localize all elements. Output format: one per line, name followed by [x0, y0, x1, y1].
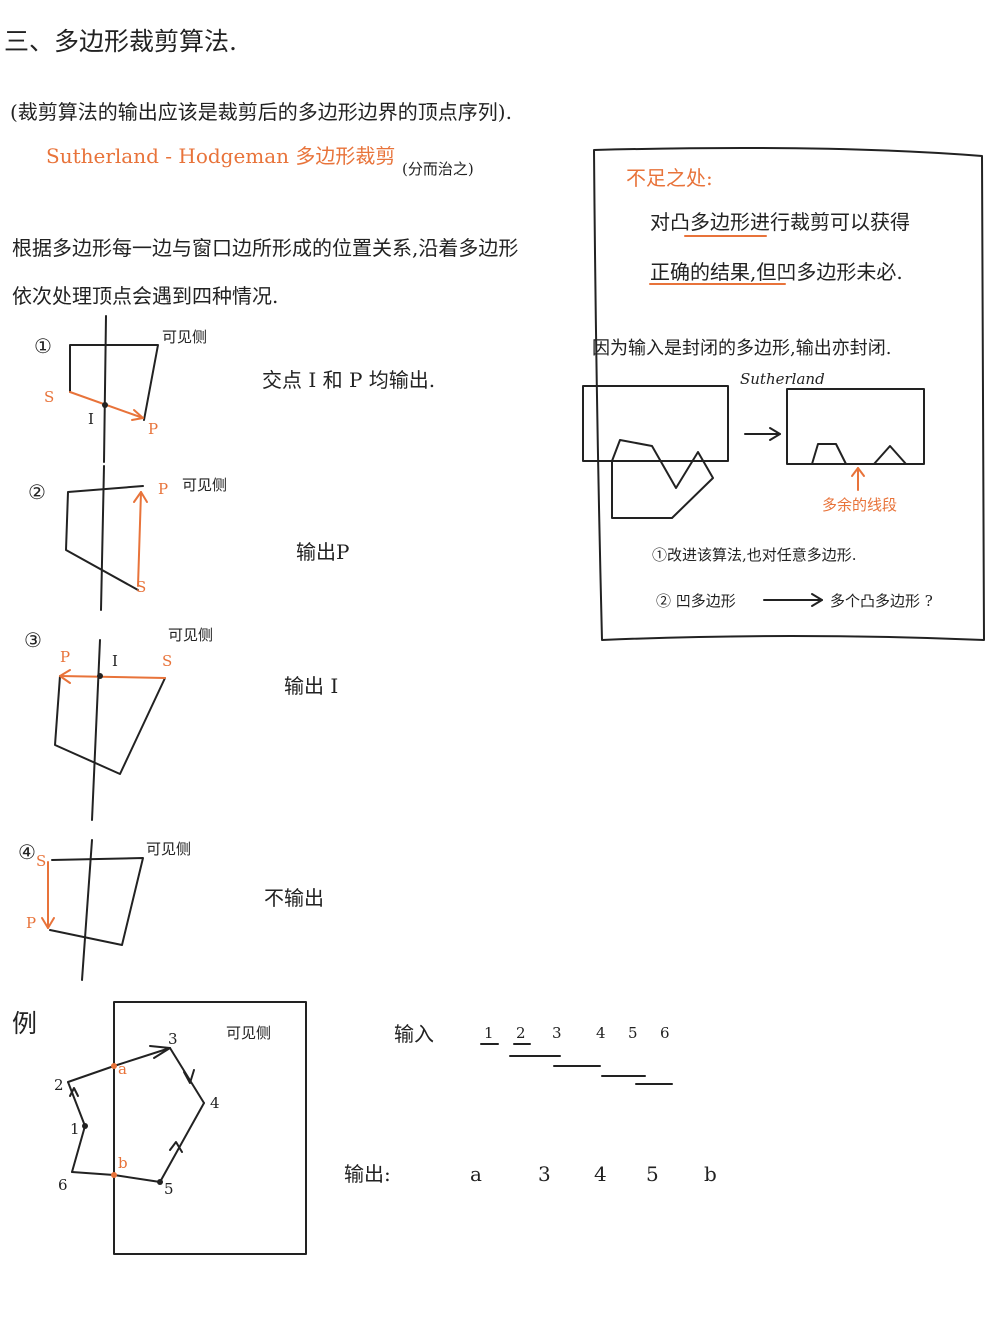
- case-3-s-label: S: [162, 652, 173, 670]
- improvement-item-2-left: ② 凹多边形: [656, 592, 736, 610]
- input-label: 输入: [394, 1022, 434, 1046]
- case-1-result: 交点 I 和 P 均输出.: [262, 368, 436, 392]
- case-2-p-label: P: [158, 480, 169, 498]
- output-item-4: 4: [594, 1162, 607, 1186]
- case-4-number: ④: [18, 840, 36, 864]
- case-2-s-label: S: [136, 578, 147, 596]
- vertex-5-label: 5: [164, 1180, 174, 1198]
- vertex-3-label: 3: [168, 1030, 178, 1048]
- case-3-side-label: 可见侧: [168, 626, 214, 644]
- case-1-number: ①: [34, 334, 52, 358]
- vertex-2-label: 2: [54, 1076, 64, 1094]
- example-label: 例: [12, 1009, 38, 1038]
- extra-segment-label: 多余的线段: [822, 496, 898, 514]
- limitations-line-3: 因为输入是封闭的多边形,输出亦封闭.: [592, 338, 892, 359]
- case-2-side-label: 可见侧: [182, 476, 228, 494]
- intersection-b-label: b: [118, 1154, 128, 1172]
- case-1-p-label: P: [148, 420, 159, 438]
- case-3-p-label: P: [60, 648, 71, 666]
- output-item-b: b: [704, 1162, 717, 1186]
- output-item-5: 5: [646, 1162, 659, 1186]
- intro-line-2: 依次处理顶点会遇到四种情况.: [12, 284, 279, 308]
- case-4-s-label: S: [36, 852, 47, 870]
- input-item-4: 4: [596, 1024, 606, 1042]
- input-item-1: 1: [484, 1024, 494, 1042]
- limitations-title: 不足之处:: [626, 166, 713, 190]
- case-3-result: 输出 I: [284, 674, 339, 698]
- case-1-s-label: S: [44, 388, 55, 406]
- output-label: 输出:: [344, 1162, 391, 1186]
- improvement-item-2-right: 多个凸多边形 ?: [830, 592, 933, 610]
- output-item-3: 3: [538, 1162, 551, 1186]
- intro-line-1: 根据多边形每一边与窗口边所形成的位置关系,沿着多边形: [12, 236, 519, 260]
- case-4-result: 不输出: [264, 886, 324, 910]
- case-1-i-label: I: [88, 410, 94, 428]
- case-2-result: 输出P: [296, 540, 350, 564]
- example-side-label: 可见侧: [226, 1024, 272, 1042]
- improvement-item-1: ①改进该算法,也对任意多边形.: [652, 546, 857, 564]
- input-item-2: 2: [516, 1024, 526, 1042]
- page-heading: 三、多边形裁剪算法.: [4, 27, 237, 56]
- case-2-number: ②: [28, 480, 46, 504]
- vertex-6-label: 6: [58, 1176, 68, 1194]
- input-item-6: 6: [660, 1024, 670, 1042]
- case-3-number: ③: [24, 628, 42, 652]
- intersection-a-label: a: [118, 1060, 127, 1078]
- vertex-1-label: 1: [70, 1120, 80, 1138]
- limitations-line-2: 正确的结果,但凹多边形未必.: [650, 260, 903, 284]
- limitations-line-1: 对凸多边形进行裁剪可以获得: [650, 210, 910, 234]
- vertex-4-label: 4: [210, 1094, 220, 1112]
- figure-sutherland-label: Sutherland: [740, 370, 825, 388]
- method-name: Sutherland - Hodgeman 多边形裁剪: [46, 144, 396, 168]
- input-item-5: 5: [628, 1024, 638, 1042]
- case-4-side-label: 可见侧: [146, 840, 192, 858]
- case-4-p-label: P: [26, 914, 37, 932]
- output-note: (裁剪算法的输出应该是裁剪后的多边形边界的顶点序列).: [10, 100, 512, 124]
- case-3-i-label: I: [112, 652, 118, 670]
- output-item-a: a: [470, 1162, 482, 1186]
- input-item-3: 3: [552, 1024, 562, 1042]
- case-1-side-label: 可见侧: [162, 328, 208, 346]
- method-tag: (分而治之): [402, 160, 474, 178]
